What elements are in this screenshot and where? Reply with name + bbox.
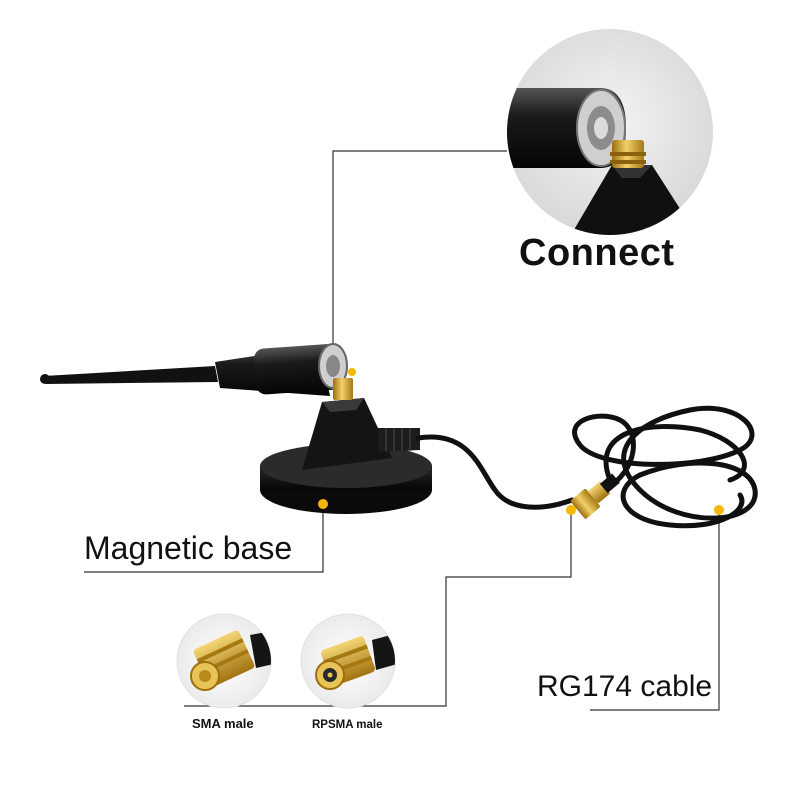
connect-label: Connect (519, 232, 675, 274)
cable-callout-line (590, 512, 720, 711)
marker-dots (318, 368, 724, 515)
connect-marker (348, 368, 356, 376)
cable-sma-connector (570, 473, 620, 519)
magnetic-base-label: Magnetic base (84, 530, 293, 566)
sma-marker (566, 505, 576, 515)
magnetic-base-marker (318, 499, 328, 509)
cable-label: RG174 cable (537, 670, 713, 703)
cable-marker (714, 505, 724, 515)
antenna (40, 343, 348, 396)
magnetic-base (260, 378, 432, 514)
rg174-cable (415, 405, 758, 529)
connect-callout-line (332, 150, 507, 375)
connect-inset (507, 29, 713, 235)
sma-male-label: SMA male (192, 716, 254, 731)
sma-male-inset (176, 613, 272, 709)
rpsma-male-label: RPSMA male (312, 719, 383, 731)
callout-lines (84, 150, 720, 711)
magnetic-base-callout-line (84, 508, 324, 573)
rpsma-male-inset (300, 613, 396, 709)
